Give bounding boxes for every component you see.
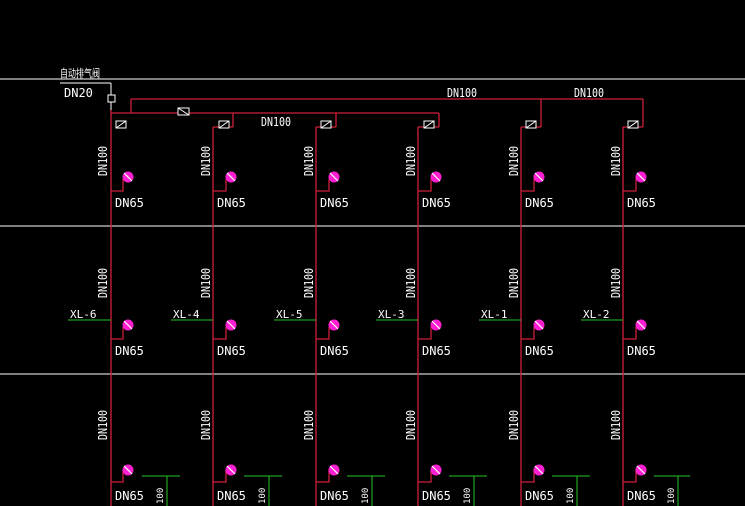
riser-vertical-label: DN100 [96, 410, 110, 440]
floor-lines [0, 78, 745, 375]
branch-size-label: 100 [667, 488, 677, 504]
riser-vertical-label: DN100 [302, 146, 316, 176]
hydrant-floor-1: DN65 100 [418, 464, 487, 506]
riser-vertical-label: DN100 [609, 410, 623, 440]
riser-top-valve-icon [218, 120, 230, 129]
hydrant-size-label: DN65 [627, 489, 656, 503]
hydrant-size-label: DN65 [217, 196, 246, 210]
hydrant-size-label: DN65 [115, 344, 144, 358]
hydrant-floor-2: DN65 XL-2 [581, 308, 656, 358]
riser-top-valve-icon [627, 120, 639, 129]
riser-vertical-label: DN100 [507, 268, 521, 298]
riser-id-label: XL-3 [378, 308, 405, 321]
riser-vertical-label: DN100 [302, 268, 316, 298]
header-pipes: DN100 DN100 DN100 [111, 86, 644, 129]
hydrant-floor-3: DN65 [418, 171, 451, 210]
hydrant-floor-3: DN65 [521, 171, 554, 210]
hydrant-size-label: DN65 [525, 196, 554, 210]
riser-column: DN100 DN100 DN100 DN65 DN65 XL-4 DN65 10… [171, 120, 282, 506]
air-valve-size-label: DN20 [64, 86, 93, 100]
hydrant-floor-2: DN65 XL-3 [376, 308, 451, 358]
hydrant-size-label: DN65 [115, 196, 144, 210]
riser-vertical-label: DN100 [507, 146, 521, 176]
riser-vertical-label: DN100 [199, 410, 213, 440]
hydrant-floor-3: DN65 [316, 171, 349, 210]
branch-size-label: 100 [361, 488, 371, 504]
riser-id-label: XL-4 [173, 308, 200, 321]
riser-vertical-label: DN100 [302, 410, 316, 440]
hydrant-size-label: DN65 [320, 196, 349, 210]
riser-id-label: XL-1 [481, 308, 508, 321]
hydrant-floor-2: DN65 XL-1 [479, 308, 554, 358]
header-label-main-right: DN100 [574, 86, 604, 100]
riser-top-valve-icon [525, 120, 537, 129]
hydrant-floor-1: DN65 100 [521, 464, 590, 506]
hydrant-floor-2: DN65 XL-6 [68, 308, 144, 358]
hydrant-floor-1: DN65 100 [316, 464, 385, 506]
hydrant-size-label: DN65 [217, 344, 246, 358]
riser-column: DN100 DN100 DN100 DN65 DN65 XL-1 DN65 10… [479, 120, 590, 506]
hydrant-floor-2: DN65 XL-5 [274, 308, 349, 358]
hydrant-size-label: DN65 [217, 489, 246, 503]
riser-id-label: XL-6 [70, 308, 97, 321]
hydrant-floor-2: DN65 XL-4 [171, 308, 246, 358]
riser-vertical-label: DN100 [199, 268, 213, 298]
header-label-main-left: DN100 [447, 86, 477, 100]
riser-top-valve-icon [320, 120, 332, 129]
riser-vertical-label: DN100 [609, 268, 623, 298]
riser-vertical-label: DN100 [96, 268, 110, 298]
hydrant-size-label: DN65 [627, 344, 656, 358]
riser-vertical-label: DN100 [404, 146, 418, 176]
hydrant-size-label: DN65 [525, 489, 554, 503]
branch-size-label: 100 [258, 488, 268, 504]
riser-vertical-label: DN100 [199, 146, 213, 176]
riser-column: DN100 DN100 DN100 DN65 DN65 XL-6 DN65 10… [68, 110, 180, 506]
riser-vertical-label: DN100 [96, 146, 110, 176]
header-label-sub: DN100 [261, 115, 291, 129]
hydrant-size-label: DN65 [422, 489, 451, 503]
hydrant-size-label: DN65 [422, 344, 451, 358]
riser-vertical-label: DN100 [404, 268, 418, 298]
air-valve-label: 自动排气阀 [60, 66, 100, 80]
riser-top-valve-icon [423, 120, 435, 129]
hydrant-floor-3: DN65 [623, 171, 656, 210]
hydrant-floor-1: DN65 100 [623, 464, 690, 506]
riser-vertical-label: DN100 [609, 146, 623, 176]
hydrant-size-label: DN65 [627, 196, 656, 210]
riser-id-label: XL-2 [583, 308, 610, 321]
riser-vertical-label: DN100 [507, 410, 521, 440]
riser-column: DN100 DN100 DN100 DN65 DN65 XL-3 DN65 10… [376, 120, 487, 506]
hydrant-size-label: DN65 [525, 344, 554, 358]
hydrant-size-label: DN65 [422, 196, 451, 210]
branch-size-label: 100 [566, 488, 576, 504]
air-valve-icon [107, 94, 116, 110]
hydrant-size-label: DN65 [320, 489, 349, 503]
hydrant-floor-3: DN65 [213, 171, 246, 210]
hydrant-size-label: DN65 [115, 489, 144, 503]
riser-vertical-label: DN100 [404, 410, 418, 440]
hydrant-floor-3: DN65 [111, 171, 144, 210]
hydrant-floor-1: DN65 100 [111, 464, 180, 506]
branch-size-label: 100 [156, 488, 166, 504]
hydrant-size-label: DN65 [320, 344, 349, 358]
riser-column: DN100 DN100 DN100 DN65 DN65 XL-2 DN65 10… [581, 120, 690, 506]
air-valve-annotation: 自动排气阀 DN20 [60, 66, 116, 110]
hydrant-floor-1: DN65 100 [213, 464, 282, 506]
riser-id-label: XL-5 [276, 308, 303, 321]
riser-column: DN100 DN100 DN100 DN65 DN65 XL-5 DN65 10… [274, 120, 385, 506]
riser-top-valve-icon [115, 120, 127, 129]
branch-size-label: 100 [463, 488, 473, 504]
